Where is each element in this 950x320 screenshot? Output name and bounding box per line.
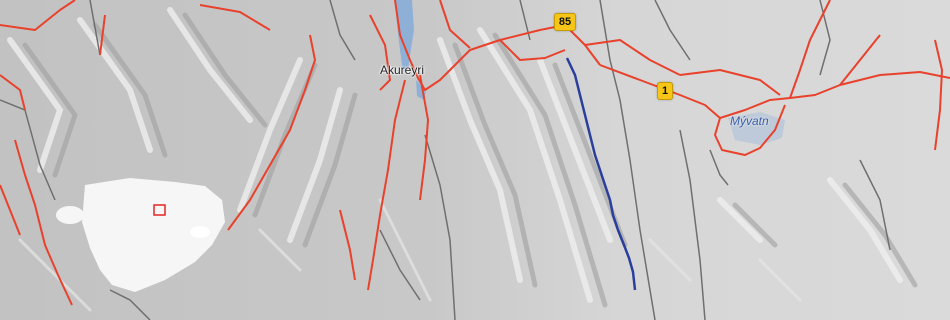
route-1-shield: 1	[657, 82, 673, 100]
main-roads	[0, 0, 950, 306]
hillshade-ridges	[7, 7, 918, 312]
lake-myvatn-shape	[728, 112, 785, 145]
highlighted-route[interactable]	[565, 57, 637, 291]
fjord-water	[395, 0, 414, 72]
city-label-akureyri: Akureyri	[380, 63, 425, 77]
lake-label-myvatn: Mývatn	[730, 114, 769, 128]
route-85-shield: 85	[554, 13, 576, 31]
ice-cap	[56, 178, 225, 292]
location-marker[interactable]	[153, 204, 166, 216]
